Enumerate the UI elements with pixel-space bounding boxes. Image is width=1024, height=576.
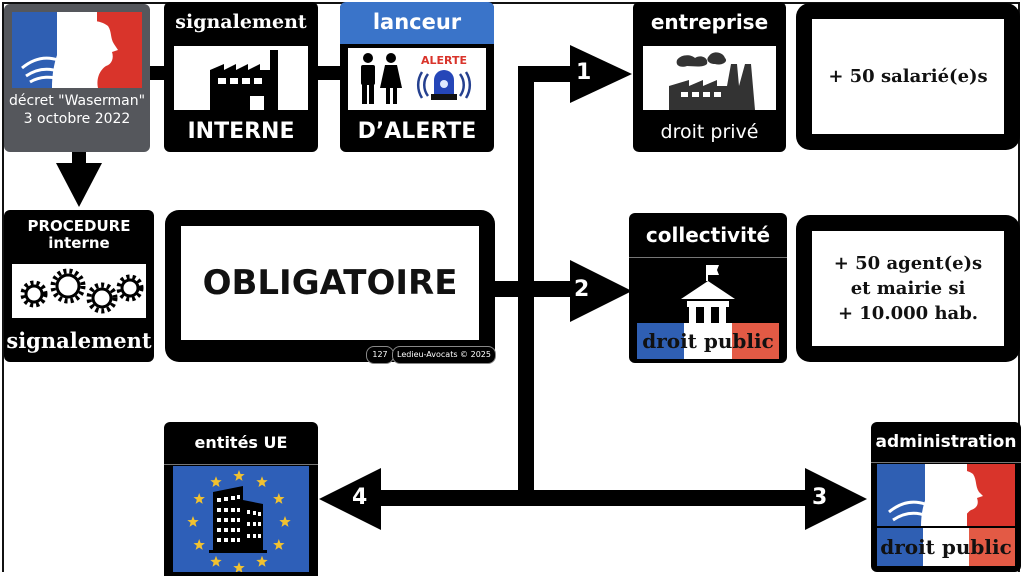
- entreprise-condition-box: + 50 salarié(e)s: [796, 3, 1020, 150]
- entreprise-condition: + 50 salarié(e)s: [812, 19, 1004, 134]
- lanceur-body: ALERTE: [348, 48, 486, 110]
- procedure-header-line2: interne: [48, 234, 110, 252]
- eu-star-icon: [273, 539, 285, 550]
- collectivite-condition: + 50 agent(e)s et mairie si + 10.000 hab…: [812, 231, 1004, 346]
- obligatoire-label: OBLIGATOIRE: [202, 262, 458, 303]
- administration-tricolor: [877, 528, 1015, 566]
- eu-star-icon: [193, 493, 205, 504]
- administration-footer: droit public: [880, 535, 1012, 559]
- eu-star-icon: [210, 555, 222, 567]
- eu-star-icon: [256, 555, 268, 567]
- procedure-header: PROCEDURE interne: [4, 218, 154, 252]
- trunk-horizontal-obligatoire: [495, 281, 575, 297]
- decree-arrow-shaft: [72, 152, 86, 164]
- branch-1-horizontal: [518, 66, 578, 82]
- lanceur-header: lanceur: [340, 2, 494, 44]
- marianne-icon: [12, 12, 142, 88]
- branch-3-number: 3: [812, 485, 828, 510]
- eu-star-icon: [233, 562, 245, 573]
- branch-bottom-horizontal: [375, 490, 825, 506]
- alerte-badge: ALERTE: [421, 54, 467, 67]
- collectivite-condition-line3: + 10.000 hab.: [837, 303, 979, 324]
- decree-arrow-head: [56, 163, 102, 207]
- marianne-icon: [877, 464, 1015, 526]
- procedure-footer: signalement: [6, 328, 152, 353]
- eu-star-icon: [187, 516, 199, 527]
- branch-1-number: 1: [576, 60, 592, 85]
- branch-3-arrow: [805, 468, 867, 530]
- trunk-vertical: [518, 66, 534, 506]
- entites-ue-header: entités UE: [164, 422, 318, 465]
- decree-line2: 3 octobre 2022: [23, 111, 131, 127]
- branch-2-number: 2: [574, 277, 590, 302]
- people-and-siren-icon: ALERTE: [361, 53, 471, 104]
- eu-building-icon: [173, 466, 309, 573]
- eu-star-icon: [256, 476, 268, 487]
- branch-2-arrow: [570, 260, 632, 322]
- entites-ue-card: entités UE: [164, 422, 318, 576]
- signalement-body: [174, 46, 308, 110]
- procedure-body: [12, 264, 146, 318]
- procedure-interne-card: PROCEDURE interne signalement: [4, 210, 154, 362]
- gears-icon: [20, 268, 144, 314]
- connector-signalement-lanceur: [316, 66, 342, 80]
- signalement-header: signalement: [175, 11, 307, 33]
- collectivite-footer: droit public: [642, 329, 774, 353]
- collectivite-condition-box: + 50 agent(e)s et mairie si + 10.000 hab…: [796, 215, 1020, 362]
- eu-star-icon: [273, 493, 285, 504]
- administration-card: administration droit public: [871, 422, 1021, 572]
- signalement-footer: INTERNE: [187, 119, 295, 144]
- eu-star-icon: [193, 539, 205, 550]
- collectivite-condition-line2: et mairie si: [850, 278, 966, 299]
- factory-icon: [210, 50, 278, 110]
- eu-star-icon: [279, 516, 291, 527]
- signalement-interne-card: signalement INTERNE: [164, 2, 318, 152]
- collectivite-tricolor: [637, 323, 779, 359]
- copyright: Ledieu-Avocats © 2025: [392, 346, 496, 364]
- lanceur-footer: D’ALERTE: [357, 119, 477, 144]
- obligatoire-box: OBLIGATOIRE: [165, 210, 495, 362]
- entreprise-body: [643, 46, 776, 110]
- eu-star-icon: [210, 476, 222, 487]
- decree-card: décret "Waserman" 3 octobre 2022: [4, 4, 150, 152]
- entreprise-footer: droit privé: [660, 121, 759, 143]
- administration-header: administration: [871, 422, 1021, 463]
- decree-line1: décret "Waserman": [8, 93, 146, 109]
- branch-4-number: 4: [352, 485, 368, 510]
- procedure-header-line1: PROCEDURE: [27, 217, 131, 235]
- lanceur-alerte-card: lanceur ALERTE D’ALERTE: [340, 2, 494, 152]
- page-number: 127: [366, 346, 394, 364]
- branch-1-arrow: [570, 45, 632, 103]
- collectivite-header: collectivité: [629, 213, 787, 258]
- collectivite-condition-line1: + 50 agent(e)s: [833, 253, 983, 274]
- entreprise-header: entreprise: [650, 10, 769, 34]
- branch-4-arrow: [319, 468, 381, 530]
- eu-star-icon: [233, 470, 245, 481]
- connector-decree-signalement: [150, 66, 166, 80]
- collectivite-card: collectivité droit public: [629, 213, 787, 363]
- obligatoire-inner: OBLIGATOIRE: [181, 226, 479, 340]
- decree-text: décret "Waserman" 3 octobre 2022: [4, 92, 150, 128]
- factory-smoke-icon: [669, 52, 755, 110]
- entreprise-card: entreprise droit privé: [633, 2, 786, 152]
- town-hall-icon: [673, 263, 743, 323]
